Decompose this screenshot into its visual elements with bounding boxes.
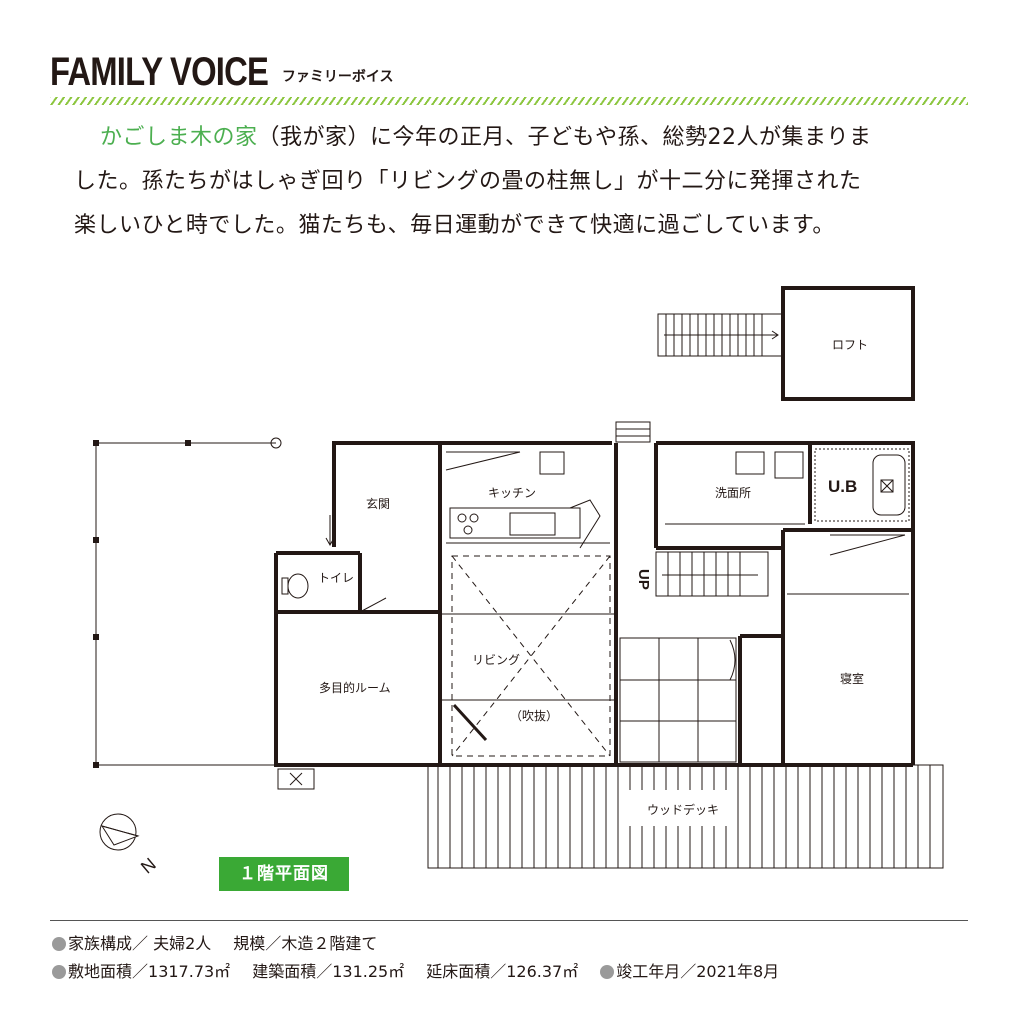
top-steps: [615, 421, 651, 443]
room-label-entrance: 玄関: [366, 496, 390, 511]
floor-plan-badge: １階平面図: [219, 857, 349, 891]
header-divider: [50, 97, 968, 105]
intro-line-1: かごしま木の家（我が家）に今年の正月、子どもや孫、総勢22人が集まりま: [74, 116, 974, 160]
room-label-loft: ロフト: [832, 338, 868, 352]
door-swings: [325, 515, 736, 742]
wood-deck: [427, 764, 944, 869]
room-label-void: （吹抜）: [510, 709, 558, 723]
void-outline: [451, 555, 611, 757]
scale-label: 規模／: [233, 934, 282, 953]
room-label-washroom: 洗面所: [715, 486, 751, 500]
footer-divider: [50, 920, 968, 921]
intro-line-3: 楽しいひと時でした。猫たちも、毎日運動ができて快適に過ごしています。: [74, 213, 835, 238]
site-area-value: 1317.73㎡: [148, 962, 231, 981]
room-label-toilet: トイレ: [318, 571, 354, 585]
room-label-multipurpose: 多目的ルーム: [319, 680, 391, 695]
family-label: 家族構成／: [68, 934, 149, 953]
intro-text: かごしま木の家（我が家）に今年の正月、子どもや孫、総勢22人が集まりま した。孫…: [74, 116, 974, 248]
info-row-2: 敷地面積／1317.73㎡ 建築面積／131.25㎡ 延床面積／126.37㎡ 竣工年…: [52, 958, 779, 982]
building-area-label: 建築面積／: [252, 962, 333, 981]
toilet-fixture: [281, 573, 309, 599]
room-label-unit-bath: U.B: [828, 477, 857, 496]
site-boundary: [95, 442, 278, 766]
exterior-walls: [274, 441, 915, 767]
page-header: FAMILY VOICE ファミリーボイス: [50, 52, 393, 92]
bedroom-details: [787, 534, 909, 595]
washroom-fixtures: [665, 451, 805, 525]
bullet-icon: [600, 965, 615, 979]
north-label: N: [137, 854, 160, 878]
intro-line-2: した。孫たちがはしゃぎ回り「リビングの畳の柱無し」が十二分に発揮された: [74, 169, 862, 194]
family-value: 夫婦2人: [153, 934, 212, 953]
building-area-value: 131.25㎡: [332, 962, 405, 981]
room-label-deck: ウッドデッキ: [647, 802, 719, 817]
bullet-icon: [52, 965, 66, 979]
room-label-living: リビング: [472, 653, 520, 667]
room-label-kitchen: キッチン: [488, 486, 536, 500]
scale-value: 木造２階建て: [281, 934, 378, 953]
floor-area-value: 126.37㎡: [506, 962, 579, 981]
unit-bath: [814, 448, 910, 522]
tatami-area: [619, 637, 737, 763]
bullet-icon: [52, 937, 66, 951]
intro-line-1-rest: （我が家）に今年の正月、子どもや孫、総勢22人が集まりま: [257, 125, 872, 150]
info-row-1: 家族構成／ 夫婦2人 規模／木造２階建て: [52, 930, 377, 954]
completed-value: 2021年8月: [696, 962, 780, 981]
stairs-up-label: UP: [635, 569, 652, 590]
stairs: [655, 551, 769, 597]
page-title: FAMILY VOICE: [50, 50, 269, 94]
entry-stoop: [277, 768, 315, 790]
floor-area-label: 延床面積／: [426, 962, 507, 981]
kitchen-counter: [445, 451, 610, 549]
loft-area: [657, 286, 915, 401]
site-markers: [93, 440, 191, 768]
site-area-label: 敷地面積／: [68, 962, 149, 981]
room-label-bedroom: 寝室: [840, 671, 864, 686]
page-subtitle: ファミリーボイス: [281, 69, 394, 85]
completed-label: 竣工年月／: [616, 962, 697, 981]
utility-marker-icon: [270, 437, 282, 449]
brand-name: かごしま木の家: [100, 125, 258, 150]
compass-icon: [99, 813, 140, 851]
